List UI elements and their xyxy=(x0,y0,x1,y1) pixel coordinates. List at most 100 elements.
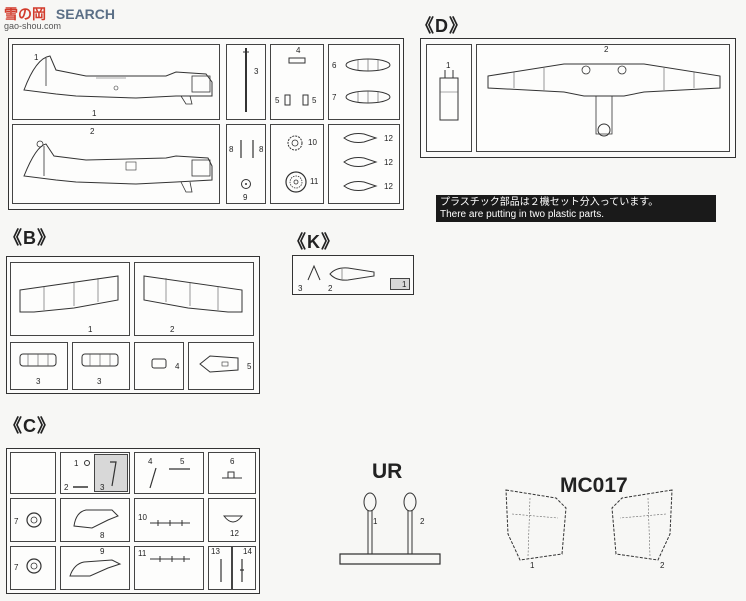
part-c10-label: 10 xyxy=(138,513,147,522)
part-c12-drawing xyxy=(222,515,244,523)
ur-sprue-drawing xyxy=(339,492,441,565)
part-b5-drawing xyxy=(199,355,239,373)
part-mc2-label: 2 xyxy=(660,561,665,570)
part-c3-label: 3 xyxy=(100,483,105,492)
sprue-c-cell-14 xyxy=(232,546,256,590)
part-c1-drawing xyxy=(84,460,90,466)
fuselage-half-2-drawing xyxy=(23,140,213,193)
part-a6-drawing xyxy=(345,58,391,72)
part-a11-label: 11 xyxy=(310,177,319,186)
part-a12-bottom-drawing xyxy=(343,181,378,191)
note-japanese: プラスチック部品は２機セット分入っています。 xyxy=(440,197,659,208)
part-c9-drawing xyxy=(69,559,122,577)
part-c6-label: 6 xyxy=(230,457,235,466)
part-c2-label: 2 xyxy=(64,483,69,492)
part-c10-drawing xyxy=(150,520,190,526)
sprue-c-cell-empty xyxy=(10,452,56,494)
part-c6-drawing xyxy=(222,471,242,479)
part-c4-drawing xyxy=(149,467,157,489)
sprue-c-cell-6 xyxy=(208,452,256,494)
part-a12-middle-label: 12 xyxy=(384,158,393,167)
sprue-d-cell-1 xyxy=(426,44,472,152)
sprue-b-cell-5 xyxy=(188,342,254,390)
part-a10-label: 10 xyxy=(308,138,317,147)
sprue-a-cell-4-5 xyxy=(270,44,324,120)
part-b4-drawing xyxy=(151,358,167,369)
sprue-c-cell-12 xyxy=(208,498,256,542)
sprue-a-cell-12 xyxy=(328,124,400,204)
part-c11-label: 11 xyxy=(138,549,147,558)
part-d2-label: 2 xyxy=(604,45,609,54)
part-k1-label: 1 xyxy=(402,280,407,289)
part-a8-left-label: 8 xyxy=(229,145,234,154)
section-k-heading: 《K》 xyxy=(288,232,340,252)
sprue-b-cell-2 xyxy=(134,262,254,336)
part-c5-label: 5 xyxy=(180,457,185,466)
section-b-heading: 《B》 xyxy=(4,228,56,248)
part-k2-canopy-drawing xyxy=(329,267,375,281)
part-b1-label: 1 xyxy=(88,325,93,334)
part-ur2-label: 2 xyxy=(420,517,425,526)
part-c14-drawing xyxy=(240,559,244,582)
part-a9-drawing xyxy=(241,179,251,189)
part-b3a-drawing xyxy=(19,353,57,367)
part-a5-left-label: 5 xyxy=(275,96,280,105)
watermark-brand-cn: 雪の岡 xyxy=(4,6,46,22)
part-a5-right-label: 5 xyxy=(312,96,317,105)
part-a10-drawing xyxy=(287,135,303,151)
part-c8-drawing xyxy=(73,509,119,529)
part-b1-wing-drawing xyxy=(19,275,119,313)
section-c-heading: 《C》 xyxy=(4,416,56,436)
sprue-c-cell-8 xyxy=(60,498,130,542)
part-c1-label: 1 xyxy=(74,459,79,468)
part-a12-bottom-label: 12 xyxy=(384,182,393,191)
part-c7a-label: 7 xyxy=(14,517,19,526)
note-english: There are putting in two plastic parts. xyxy=(440,209,604,220)
part-c11-drawing xyxy=(150,556,190,562)
part-b3b-drawing xyxy=(81,353,119,367)
part-k3-drawing xyxy=(307,264,321,281)
watermark-logo: 雪の岡 SEARCH xyxy=(4,4,115,24)
part-a5-left-drawing xyxy=(284,94,291,106)
section-d-heading: 《D》 xyxy=(416,16,468,36)
mc017-part-1-drawing xyxy=(505,489,567,561)
part-b4-label: 4 xyxy=(175,362,180,371)
sprue-k-cell-1 xyxy=(390,278,410,290)
part-b2-label: 2 xyxy=(170,325,175,334)
sprue-b-cell-4 xyxy=(134,342,184,390)
mc017-heading: MC017 xyxy=(560,474,628,497)
sprue-c-cell-10 xyxy=(134,498,204,542)
part-a7-label: 7 xyxy=(332,93,337,102)
part-c2-drawing xyxy=(73,486,88,488)
part-a12-top-drawing xyxy=(343,133,378,143)
part-c7a-drawing xyxy=(26,512,42,528)
part-a2-label: 2 xyxy=(90,127,95,136)
part-a8-right-label: 8 xyxy=(259,145,264,154)
plastic-parts-note: プラスチック部品は２機セット分入っています。 There are putting… xyxy=(436,195,716,222)
part-a4-label: 4 xyxy=(296,46,301,55)
part-a12-top-label: 12 xyxy=(384,134,393,143)
part-c13-label: 13 xyxy=(211,547,220,556)
sprue-k-frame xyxy=(292,255,414,295)
sprue-c-cell-4-5 xyxy=(134,452,204,494)
part-a9-label: 9 xyxy=(243,193,248,202)
mc017-part-2-drawing xyxy=(611,489,673,561)
part-d1-drawing xyxy=(439,70,459,121)
part-k2-label: 2 xyxy=(328,284,333,293)
sprue-b-cell-1 xyxy=(10,262,130,336)
fuselage-half-1-drawing xyxy=(23,55,213,105)
part-a11-drawing xyxy=(285,171,307,193)
part-a3-drawing xyxy=(243,48,249,112)
part-a4-drawing xyxy=(288,57,306,64)
part-mc1-label: 1 xyxy=(530,561,535,570)
part-k3-label: 3 xyxy=(298,284,303,293)
part-c3-drawing xyxy=(110,461,117,487)
ur-heading: UR xyxy=(372,460,403,483)
part-a12-middle-drawing xyxy=(343,157,378,167)
part-c5-drawing xyxy=(169,468,190,470)
part-b5-label: 5 xyxy=(247,362,252,371)
part-c14-label: 14 xyxy=(243,547,252,556)
part-c12-label: 12 xyxy=(230,529,239,538)
part-c7b-drawing xyxy=(26,558,42,574)
part-c9-label: 9 xyxy=(100,547,105,556)
